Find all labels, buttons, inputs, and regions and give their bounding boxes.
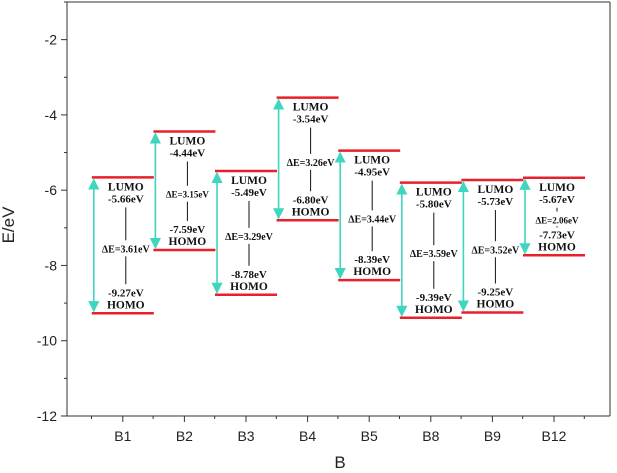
homo-value: -9.27eV [108,287,144,299]
x-tick-label: B2 [176,428,193,444]
homo-label: HOMO [415,304,453,316]
lumo-label: LUMO [170,135,206,147]
x-tick-label: B8 [422,428,439,444]
homo-value: -9.39eV [416,292,452,304]
y-tick-label: -6 [45,182,58,198]
y-tick-label: -10 [37,333,57,349]
lumo-label: LUMO [478,184,514,196]
homo-label: HOMO [230,281,268,293]
gap-value: ΔE=3.59eV [410,249,459,260]
y-tick-label: -2 [45,32,58,48]
homo-value: -6.80eV [293,194,329,206]
x-tick-label: B12 [542,428,567,444]
homo-label: HOMO [169,236,207,248]
gap-value: ΔE=3.44eV [348,214,397,225]
lumo-value: -5.73eV [478,196,514,208]
gap-value: ΔE=2.06eV [535,216,579,226]
gap-value: ΔE=3.29eV [225,232,274,243]
x-tick-label: B3 [237,428,254,444]
homo-value: -8.78eV [231,269,267,281]
lumo-value: -5.67eV [539,194,575,206]
lumo-label: LUMO [293,102,329,114]
homo-label: HOMO [353,266,391,278]
plot-area: LUMO-5.66eVΔE=3.61eV-9.27eVHOMOLUMO-4.44… [88,96,585,320]
lumo-label: LUMO [416,187,452,199]
homo-label: HOMO [538,241,576,253]
y-axis-title: E/eV [0,206,18,244]
y-tick-label: -12 [37,408,57,424]
gap-value: ΔE=3.26eV [287,158,336,169]
x-tick-label: B9 [484,428,501,444]
lumo-label: LUMO [231,175,267,187]
lumo-label: LUMO [539,182,575,194]
gap-value: ΔE=3.15eV [166,190,210,200]
lumo-value: -4.44eV [170,147,206,159]
x-tick-label: B5 [361,428,378,444]
x-axis-title: B [334,453,345,472]
homo-value: -7.73eV [539,229,575,241]
gap-value: ΔE=3.52eV [471,245,520,256]
y-tick-label: -8 [45,257,58,273]
x-tick-label: B4 [299,428,316,444]
lumo-value: -5.80eV [416,199,452,211]
homo-label: HOMO [292,206,330,218]
lumo-value: -5.66eV [108,193,144,205]
lumo-value: -3.54eV [293,114,329,126]
lumo-label: LUMO [108,181,144,193]
homo-label: HOMO [107,299,145,311]
homo-value: -9.25eV [478,287,514,299]
y-tick-label: -4 [45,107,58,123]
homo-value: -7.59eV [170,224,206,236]
lumo-label: LUMO [354,155,390,167]
homo-label: HOMO [477,299,515,311]
gap-value: ΔE=3.61eV [102,244,151,255]
lumo-value: -5.49eV [231,187,267,199]
x-tick-label: B1 [114,428,131,444]
lumo-value: -4.95eV [354,167,390,179]
homo-value: -8.39eV [354,254,390,266]
